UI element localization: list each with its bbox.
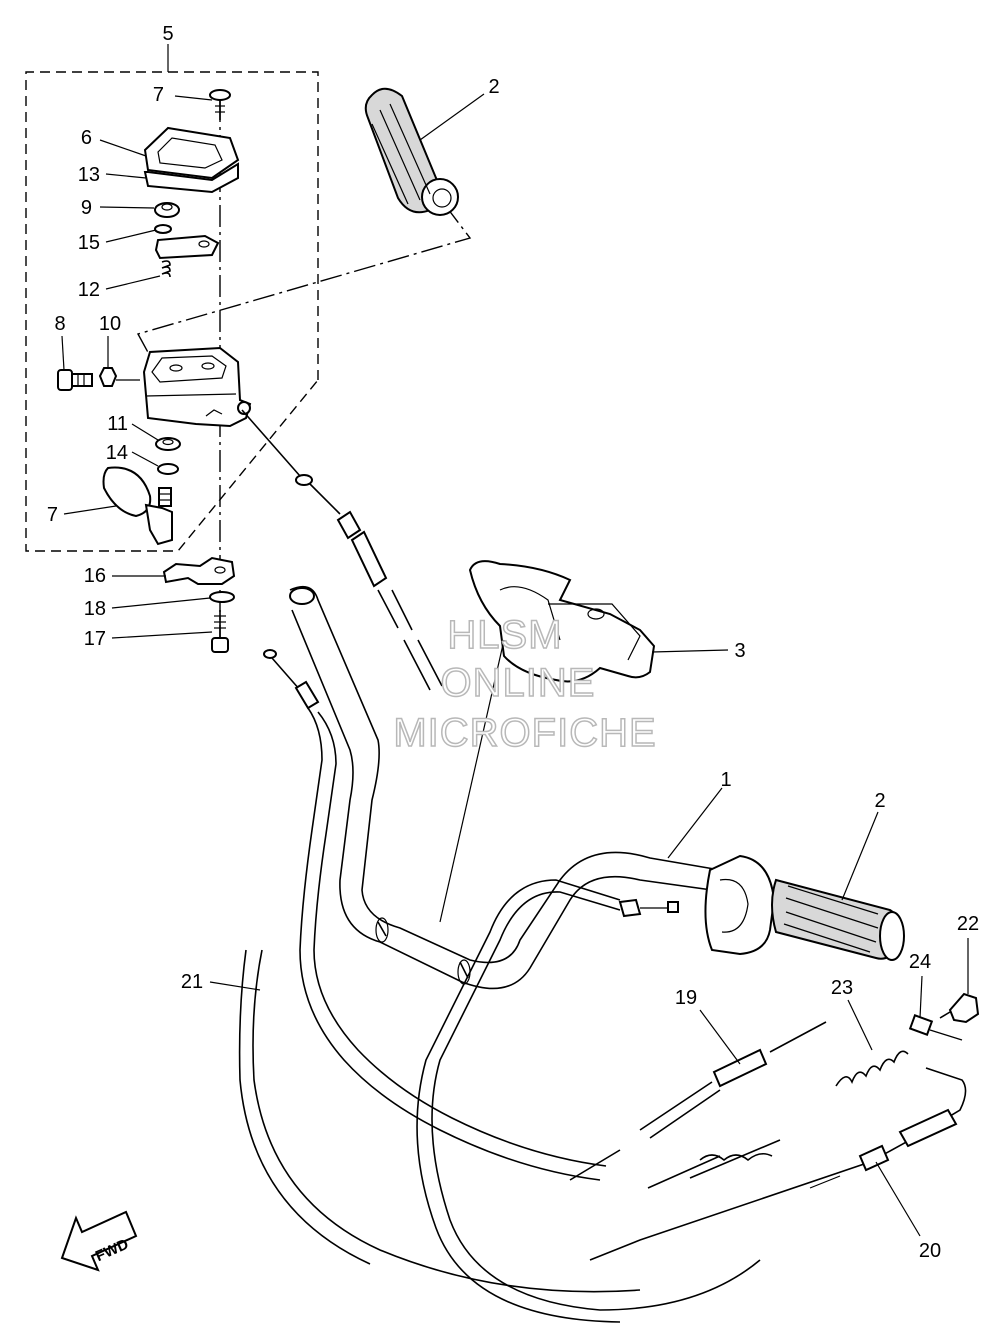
callout-21: 21 <box>181 971 203 993</box>
watermark-line-3: MICROFICHE <box>393 711 656 755</box>
callout-16: 16 <box>84 565 106 587</box>
spring-23 <box>835 1050 909 1087</box>
callout-8: 8 <box>54 313 65 335</box>
callout-10: 10 <box>99 313 121 335</box>
callout-22: 22 <box>957 913 979 935</box>
callout-9: 9 <box>81 197 92 219</box>
mirror-6 <box>102 466 173 546</box>
lever-guard-3 <box>468 560 656 683</box>
callout-3: 3 <box>734 640 745 662</box>
screw-7 <box>209 89 231 120</box>
bolt-17 <box>211 610 229 653</box>
plate-15 <box>154 234 220 260</box>
callout-24: 24 <box>909 951 931 973</box>
fitting-24 <box>908 1014 963 1041</box>
callout-13: 13 <box>78 164 100 186</box>
grip-2-left <box>364 87 459 216</box>
throttle-cable-loop <box>416 879 761 1323</box>
callout-18: 18 <box>84 598 106 620</box>
throttle-housing <box>704 854 776 956</box>
bolt-8 <box>57 369 93 391</box>
diaphragm-13 <box>143 162 239 194</box>
callout-6: 7 <box>47 504 58 526</box>
grip-2-right <box>771 878 905 961</box>
washer-14 <box>157 463 179 475</box>
washer-18 <box>209 591 235 603</box>
fwd-arrow-icon: FWD <box>60 1210 138 1272</box>
callout-12: 12 <box>78 279 100 301</box>
callout-11: 11 <box>107 413 128 435</box>
leader-lines <box>61 93 969 1237</box>
clamp-16 <box>162 556 236 585</box>
callout-2-right: 2 <box>874 790 885 812</box>
watermark-line-2: ONLINE <box>441 661 596 705</box>
watermark-line-1: HLSM <box>447 613 562 657</box>
callout-23: 23 <box>831 977 853 999</box>
callout-4: 5 <box>162 23 173 45</box>
fitting-22 <box>939 992 980 1024</box>
assembly-box-4 <box>25 44 319 552</box>
washer-15 <box>154 224 172 234</box>
cable-19 <box>569 1021 827 1181</box>
callout-5: 6 <box>81 127 92 149</box>
callout-14: 14 <box>106 442 128 464</box>
reservoir-cap-5 <box>143 126 240 180</box>
center-lines <box>136 100 472 640</box>
callout-7: 7 <box>153 84 164 106</box>
callout-2-top: 2 <box>488 76 499 98</box>
nut-10 <box>98 367 118 387</box>
cable-21 <box>238 649 641 1293</box>
master-cylinder-body <box>142 346 252 428</box>
washer-11 <box>155 437 181 451</box>
nut-9 <box>154 202 180 218</box>
handlebar-1 <box>289 585 721 990</box>
callout-1: 1 <box>720 769 731 791</box>
master-cylinder-parts <box>57 89 252 653</box>
callout-15: 15 <box>78 232 100 254</box>
callout-20: 20 <box>919 1240 941 1262</box>
callout-17: 17 <box>84 628 106 650</box>
throttle-cable-lines <box>241 409 443 691</box>
callout-19: 19 <box>675 987 697 1009</box>
spring-12 <box>161 260 171 278</box>
callout-labels: 5 7 6 13 9 15 12 8 10 11 14 7 16 18 17 2… <box>47 23 979 1262</box>
cable-20 <box>589 1067 967 1261</box>
watermark: HLSM ONLINE MICROFICHE <box>393 612 657 756</box>
